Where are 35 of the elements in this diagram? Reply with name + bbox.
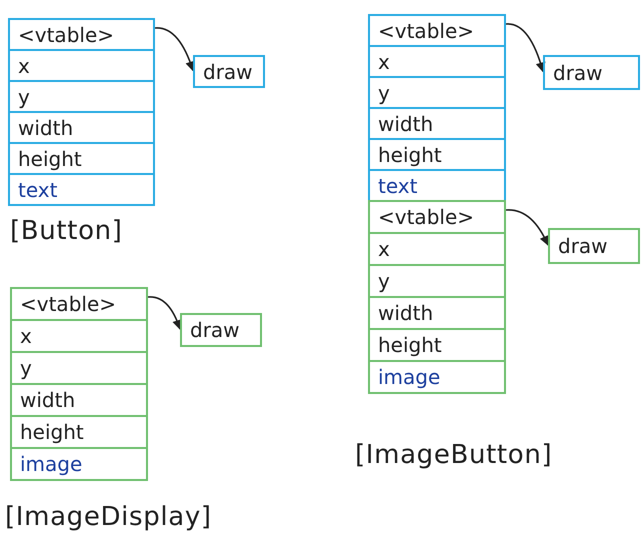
arrow <box>148 296 182 330</box>
field-cell: height <box>10 415 148 449</box>
field-cell: height <box>368 138 506 171</box>
field-cell: height <box>368 328 506 362</box>
field-cell: width <box>368 296 506 330</box>
field-cell: x <box>10 319 148 353</box>
field-cell: <vtable> <box>368 200 506 234</box>
method-box: draw <box>193 55 265 88</box>
field-cell: text <box>8 173 155 206</box>
field-cell: x <box>368 45 506 78</box>
field-cell: width <box>10 383 148 417</box>
field-cell: text <box>368 169 506 202</box>
field-cell: y <box>8 80 155 113</box>
field-cell: x <box>8 49 155 82</box>
method-box: draw <box>180 313 262 347</box>
field-cell: x <box>368 232 506 266</box>
arrow <box>155 27 195 72</box>
method-box: draw <box>548 228 640 264</box>
object-caption: [Button] <box>10 215 123 248</box>
field-cell: y <box>368 76 506 109</box>
field-cell: <vtable> <box>8 18 155 51</box>
field-cell: image <box>368 360 506 394</box>
field-cell: width <box>8 111 155 144</box>
object-caption: [ImageDisplay] <box>5 501 212 534</box>
field-cell: y <box>368 264 506 298</box>
arrow <box>506 23 546 72</box>
arrow <box>506 209 549 246</box>
field-cell: <vtable> <box>10 287 148 321</box>
field-cell: <vtable> <box>368 14 506 47</box>
field-cell: image <box>10 447 148 481</box>
object-caption: [ImageButton] <box>355 439 552 472</box>
field-cell: y <box>10 351 148 385</box>
field-cell: width <box>368 107 506 140</box>
field-cell: height <box>8 142 155 175</box>
method-box: draw <box>543 55 640 90</box>
